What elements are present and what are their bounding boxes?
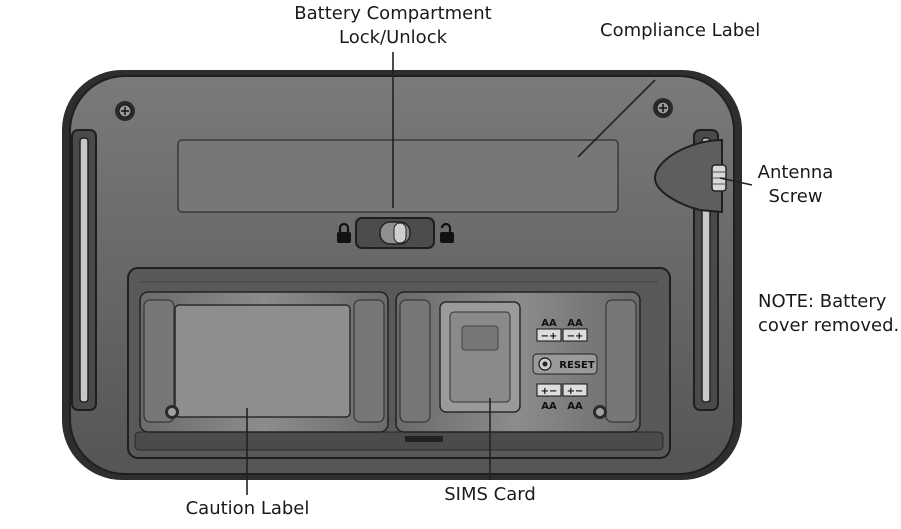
aa-mark: AA: [567, 318, 583, 329]
antenna-screw-icon: [712, 165, 726, 191]
polarity-mark: +−: [541, 386, 558, 397]
reset-label: RESET: [559, 360, 595, 371]
compliance-label-area: [178, 140, 618, 212]
compliance-callout-text: Compliance Label: [600, 19, 760, 43]
aa-mark: AA: [541, 401, 557, 412]
caution-callout-text: Caution Label: [150, 497, 345, 521]
note-callout-line1: NOTE: Battery: [758, 290, 899, 314]
antenna-callout: Antenna Screw: [748, 161, 843, 209]
polarity-mark: −+: [567, 331, 584, 342]
aa-mark: AA: [567, 401, 583, 412]
antenna-callout-line1: Antenna: [748, 161, 843, 185]
polarity-mark: −+: [541, 331, 558, 342]
screw-icon: [115, 101, 135, 121]
sims-callout-text: SIMS Card: [420, 483, 560, 507]
screw-icon: [593, 405, 607, 419]
polarity-mark: +−: [567, 386, 584, 397]
aa-mark: AA: [541, 318, 557, 329]
caution-callout: Caution Label: [150, 497, 345, 521]
sims-callout: SIMS Card: [420, 483, 560, 507]
note-callout: NOTE: Battery cover removed.: [758, 290, 899, 338]
compliance-callout: Compliance Label: [600, 19, 760, 43]
battery-lock-callout-line2: Lock/Unlock: [258, 26, 528, 50]
battery-lock-callout: Battery Compartment Lock/Unlock: [258, 2, 528, 50]
caution-label: [175, 305, 350, 417]
battery-lock-callout-line1: Battery Compartment: [258, 2, 528, 26]
screw-icon: [165, 405, 179, 419]
note-callout-line2: cover removed.: [758, 314, 899, 338]
screw-icon: [653, 98, 673, 118]
antenna-callout-line2: Screw: [748, 185, 843, 209]
